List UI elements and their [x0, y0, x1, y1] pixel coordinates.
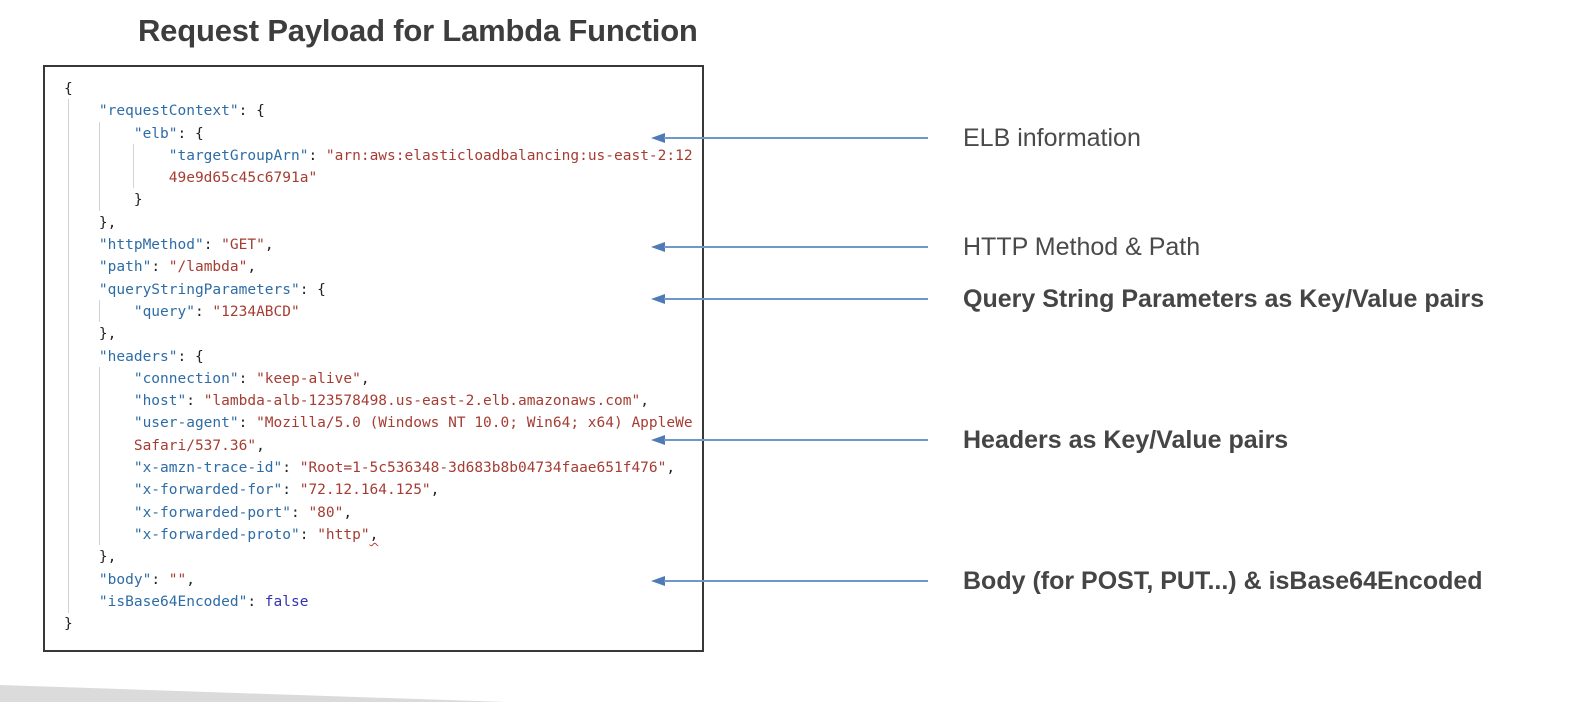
arrowhead-icon [651, 132, 665, 143]
corner-decoration [0, 685, 506, 702]
code-line: "query": "1234ABCD" [133, 303, 300, 320]
code-line: } [64, 616, 73, 633]
code-line: "connection": "keep-alive", [133, 370, 370, 387]
indent-guide [133, 144, 134, 188]
code-line: "httpMethod": "GET", [98, 237, 274, 254]
code-line: }, [64, 326, 117, 343]
code-line: "queryStringParameters": { [98, 281, 326, 298]
annotation-label: Headers as Key/Value pairs [963, 426, 1289, 454]
code-line: "x-amzn-trace-id": "Root=1-5c536348-3d68… [133, 460, 676, 477]
annotation-label: ELB information [963, 124, 1141, 152]
arrowhead-icon [651, 575, 665, 586]
code-line: }, [64, 549, 117, 566]
indent-guide [99, 367, 100, 545]
annotation-arrow [664, 439, 928, 441]
annotation-arrow [664, 298, 928, 300]
code-line: "body": "", [98, 571, 195, 588]
annotation-label: Query String Parameters as Key/Value pai… [963, 285, 1485, 313]
code-line: "requestContext": { [98, 103, 265, 120]
code-line: "targetGroupArn": "arn:aws:elasticloadba… [168, 147, 693, 164]
code-line: "x-forwarded-proto": "http", [133, 526, 379, 543]
code-line: "isBase64Encoded": false [98, 593, 309, 610]
arrowhead-icon [651, 241, 665, 252]
indent-guide [68, 99, 69, 613]
code-line: }, [64, 214, 117, 231]
code-line: { [64, 81, 73, 97]
code-line: "host": "lambda-alb-123578498.us-east-2.… [133, 393, 649, 410]
page-title: Request Payload for Lambda Function [138, 13, 698, 48]
code-line: "elb": { [133, 125, 204, 142]
code-line: "headers": { [98, 348, 204, 365]
annotation-label: HTTP Method & Path [963, 233, 1201, 261]
code-line: } [64, 192, 143, 209]
code-block: { "requestContext": { "elb": { "targetGr… [45, 67, 702, 650]
annotation-arrow [664, 580, 928, 582]
code-line: "x-forwarded-port": "80", [133, 504, 353, 521]
annotation-label: Body (for POST, PUT...) & isBase64Encode… [963, 567, 1483, 595]
code-line: "x-forwarded-for": "72.12.164.125", [133, 482, 440, 499]
code-line: "user-agent": "Mozilla/5.0 (Windows NT 1… [133, 415, 693, 432]
arrowhead-icon [651, 434, 665, 445]
indent-guide [99, 300, 100, 322]
code-line: "path": "/lambda", [98, 259, 257, 276]
annotation-arrow [664, 246, 928, 248]
indent-guide [99, 122, 100, 211]
arrowhead-icon [651, 293, 665, 304]
code-panel: { "requestContext": { "elb": { "targetGr… [43, 65, 704, 652]
code-line: 49e9d65c45c6791a" [168, 170, 318, 187]
annotation-arrow [664, 137, 928, 139]
code-line: Safari/537.36", [133, 437, 265, 454]
